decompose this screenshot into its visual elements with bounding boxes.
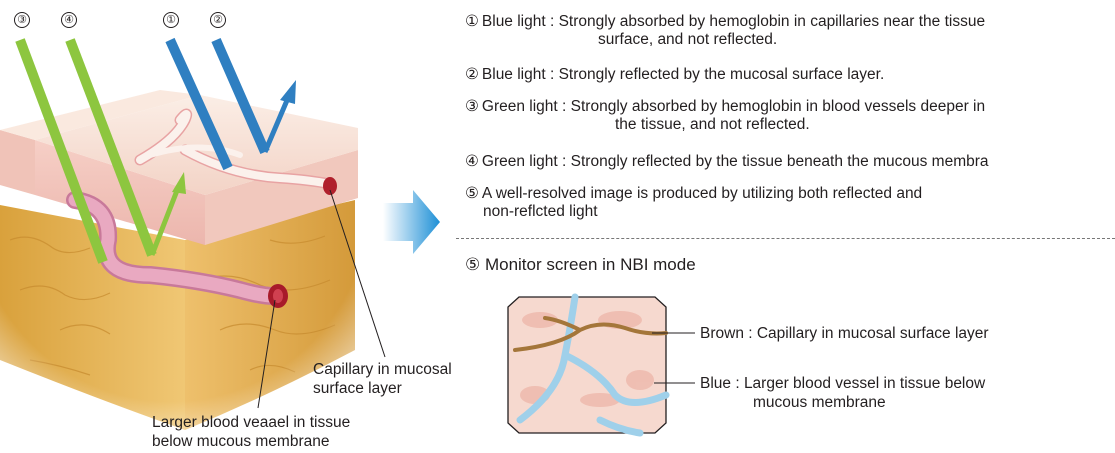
legend-head-1: Blue light : [482, 13, 559, 30]
legend-text-3b: the tissue, and not reflected. [465, 116, 985, 134]
legend-mark-4: ④ [465, 153, 479, 170]
monitor-title: ⑤ Monitor screen in NBI mode [465, 255, 696, 274]
legend-head-4: Green light : [482, 153, 571, 170]
legend-mark-2: ② [465, 66, 479, 83]
legend-text-1b: surface, and not reflected. [465, 31, 985, 49]
legend-text-1: Strongly absorbed by hemoglobin in capil… [559, 13, 986, 30]
legend-head-3: Green light : [482, 98, 571, 115]
legend-text-5: A well-resolved image is produced by uti… [482, 185, 922, 202]
blue-caption-line2: mucous membrane [753, 393, 886, 412]
larger-vessel-label-line1: Larger blood veaael in tissue [152, 413, 350, 432]
legend-text-4: Strongly reflected by the tissue beneath… [571, 153, 989, 170]
marker-2: ② [210, 12, 226, 28]
marker-4: ④ [61, 12, 77, 28]
blue-caption-line1: Blue : Larger blood vessel in tissue bel… [700, 374, 985, 393]
marker-3: ③ [14, 12, 30, 28]
larger-vessel-label-line2: below mucous membrane [152, 432, 329, 451]
brown-caption: Brown : Capillary in mucosal surface lay… [700, 324, 989, 343]
legend-mark-3: ③ [465, 98, 479, 115]
legend-mark-5: ⑤ [465, 185, 479, 202]
transition-arrow [383, 190, 440, 254]
legend-text-5b: non-reflcted light [465, 203, 922, 221]
legend-mark-1: ① [465, 13, 479, 30]
marker-1: ① [163, 12, 179, 28]
nbi-monitor-screen [508, 297, 666, 433]
capillary-label-line1: Capillary in mucosal [313, 360, 452, 379]
legend-text-3: Strongly absorbed by hemoglobin in blood… [571, 98, 985, 115]
capillary-label-line2: surface layer [313, 379, 402, 398]
divider [456, 238, 1115, 239]
legend-head-2: Blue light : [482, 66, 559, 83]
legend-text-2: Strongly reflected by the mucosal surfac… [559, 66, 885, 83]
